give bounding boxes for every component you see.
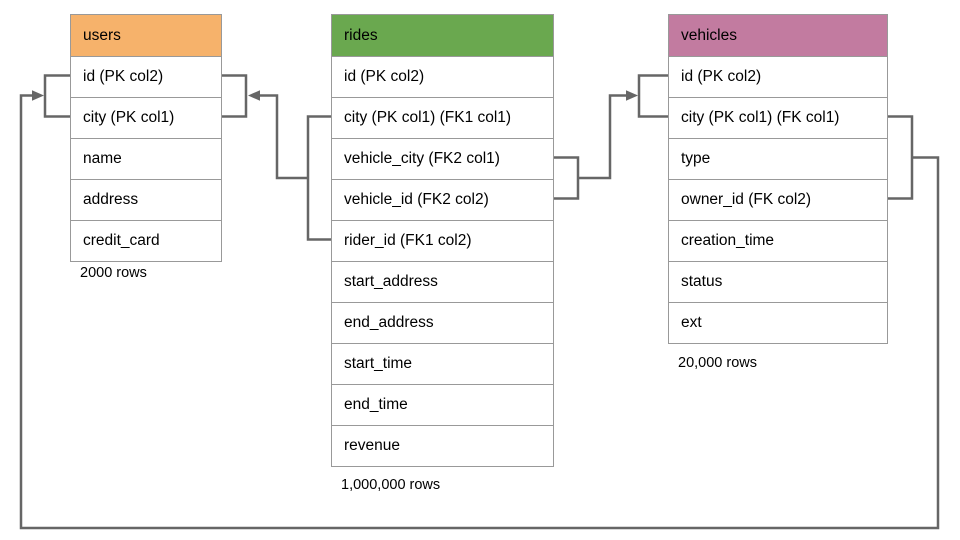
fk1-connector-line xyxy=(259,94,308,180)
users-col-id: id (PK col2) xyxy=(71,56,221,97)
rides-col-rider-id: rider_id (FK1 col2) xyxy=(332,220,553,261)
vehicles-col-id: id (PK col2) xyxy=(669,56,887,97)
vehicles-col-owner-id: owner_id (FK col2) xyxy=(669,179,887,220)
vehicles-row-count: 20,000 rows xyxy=(678,355,757,371)
users-pk-bracket-right xyxy=(222,74,248,118)
users-col-name: name xyxy=(71,138,221,179)
vehicles-pk-bracket-left xyxy=(637,74,668,118)
table-users-header: users xyxy=(71,15,221,56)
vehicles-fk-bracket xyxy=(888,115,914,200)
table-rides: rides id (PK col2) city (PK col1) (FK1 c… xyxy=(331,14,554,467)
vehicles-col-creation-time: creation_time xyxy=(669,220,887,261)
rides-col-end-address: end_address xyxy=(332,302,553,343)
rides-fk2-bracket xyxy=(554,156,580,200)
vehicles-col-city: city (PK col1) (FK col1) xyxy=(669,97,887,138)
fk-loop-arrowhead xyxy=(32,90,44,101)
rides-col-vehicle-city: vehicle_city (FK2 col1) xyxy=(332,138,553,179)
fk1-arrowhead xyxy=(248,90,260,101)
rides-col-city: city (PK col1) (FK1 col1) xyxy=(332,97,553,138)
rides-col-vehicle-id: vehicle_id (FK2 col2) xyxy=(332,179,553,220)
rides-row-count: 1,000,000 rows xyxy=(341,477,441,493)
rides-col-start-address: start_address xyxy=(332,261,553,302)
users-col-city: city (PK col1) xyxy=(71,97,221,138)
vehicles-col-ext: ext xyxy=(669,302,887,343)
table-vehicles: vehicles id (PK col2) city (PK col1) (FK… xyxy=(668,14,888,344)
rides-col-revenue: revenue xyxy=(332,425,553,466)
users-col-credit-card: credit_card xyxy=(71,220,221,261)
fk2-connector-line xyxy=(578,94,627,180)
rides-fk1-bracket xyxy=(306,115,331,241)
table-users: users id (PK col2) city (PK col1) name a… xyxy=(70,14,222,262)
rides-col-start-time: start_time xyxy=(332,343,553,384)
rides-col-end-time: end_time xyxy=(332,384,553,425)
vehicles-col-status: status xyxy=(669,261,887,302)
users-pk-bracket-left xyxy=(43,74,71,118)
fk2-arrowhead xyxy=(626,90,638,101)
table-vehicles-header: vehicles xyxy=(669,15,887,56)
vehicles-col-type: type xyxy=(669,138,887,179)
table-rides-header: rides xyxy=(332,15,553,56)
users-col-address: address xyxy=(71,179,221,220)
users-row-count: 2000 rows xyxy=(80,265,147,281)
rides-col-id: id (PK col2) xyxy=(332,56,553,97)
